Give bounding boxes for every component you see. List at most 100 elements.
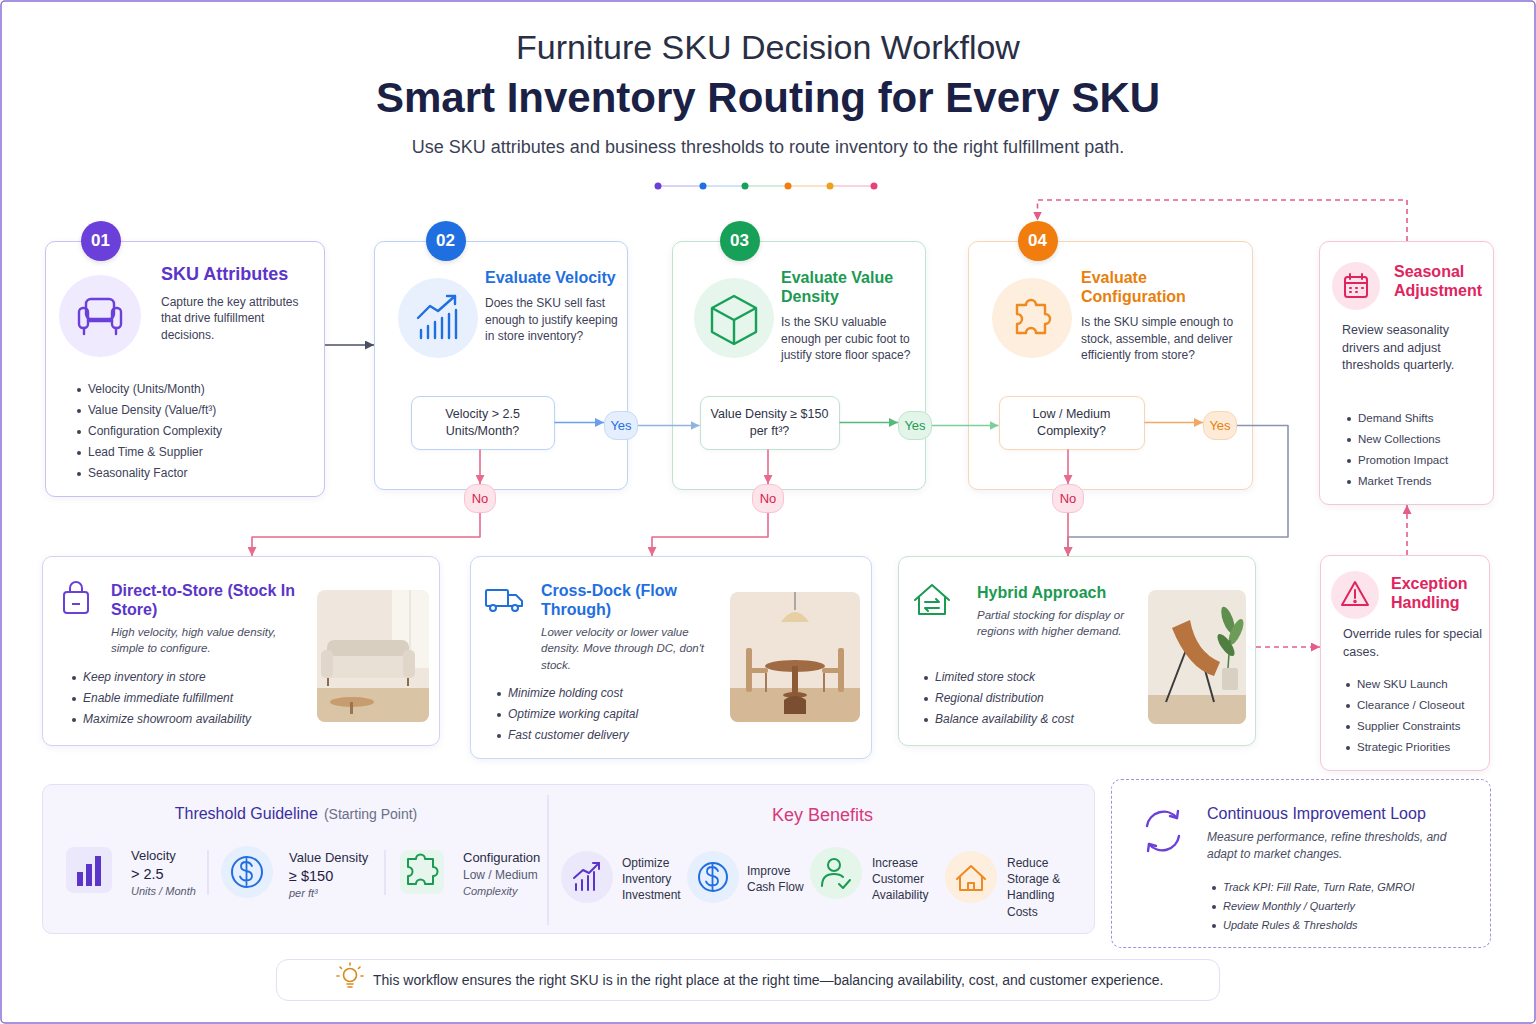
- threshold-name: Value Density: [289, 849, 383, 867]
- card-description: Does the SKU sell fast enough to justify…: [485, 295, 621, 345]
- progress-dots-part: [703, 185, 745, 186]
- card-heading: Evaluate Configuration: [1081, 268, 1243, 306]
- outcome-card: Direct-to-Store (Stock In Store)High vel…: [42, 556, 440, 746]
- text-group: Evaluate VelocityDoes the SKU sell fast …: [485, 268, 621, 345]
- info-panel: Threshold Guideline(Starting Point) Veloc…: [42, 784, 1095, 934]
- text-group: Key Benefits: [549, 805, 1096, 826]
- bullet-item: Limited store stock: [923, 667, 1143, 688]
- loop-box: Continuous Improvement LoopMeasure perfo…: [1111, 779, 1491, 948]
- header-slot: Smart Inventory Routing for Every SKU: [0, 74, 1536, 122]
- progress-dots-part: [830, 185, 874, 186]
- progress-dots-part: [658, 185, 703, 186]
- text-group: Value Density≥ $150per ft³: [289, 849, 383, 901]
- bullet-item: Regional distribution: [923, 688, 1143, 709]
- answer-text: No: [1060, 491, 1077, 506]
- answer-pill: No: [1052, 484, 1084, 513]
- card-description: Measure performance, refine thresholds, …: [1207, 829, 1479, 864]
- card-heading: Exception Handling: [1391, 574, 1485, 612]
- bullet-item: Enable immediate fulfillment: [71, 688, 311, 709]
- step-number: 04: [1028, 231, 1047, 251]
- decision-text: Velocity > 2.5 Units/Month?: [420, 406, 546, 439]
- bullet-item: Minimize holding cost: [496, 683, 724, 704]
- benefit-text: Improve Cash Flow: [747, 863, 807, 895]
- text-group: SKU AttributesCapture the key attributes…: [161, 264, 316, 343]
- bullet-item: Lead Time & Supplier: [76, 442, 316, 463]
- card-description: Override rules for special cases.: [1343, 626, 1483, 661]
- text-group: Threshold Guideline(Starting Point): [43, 805, 549, 823]
- step-badge: 03: [720, 221, 760, 261]
- answer-text: No: [760, 491, 777, 506]
- threshold-value: ≥ $150: [289, 867, 383, 887]
- benefit-text: Increase Customer Availability: [872, 855, 940, 904]
- connector-line: [1256, 646, 1320, 648]
- bullet-item: Update Rules & Thresholds: [1211, 916, 1479, 935]
- threshold-unit: Units / Month: [131, 884, 211, 899]
- caption-text: This workflow ensures the right SKU is i…: [373, 970, 1207, 990]
- bullet-item: Promotion Impact: [1346, 450, 1486, 471]
- bullet-item: New Collections: [1346, 429, 1486, 450]
- progress-dots-part: [827, 183, 834, 190]
- connector-line: [252, 513, 480, 556]
- progress-dots-part: [745, 185, 788, 186]
- bullet-item: New SKU Launch: [1345, 674, 1485, 695]
- text-group: Track KPI: Fill Rate, Turn Rate, GMROIRe…: [1211, 878, 1479, 935]
- connector-line: [1038, 200, 1408, 241]
- text-group: Cross-Dock (Flow Through)Lower velocity …: [541, 581, 723, 673]
- progress-dots: [655, 183, 878, 190]
- decision-box: Velocity > 2.5 Units/Month?: [411, 396, 555, 450]
- answer-text: Yes: [904, 418, 925, 433]
- outcome-card: Hybrid ApproachPartial stocking for disp…: [898, 556, 1256, 746]
- outcome-card: Cross-Dock (Flow Through)Lower velocity …: [470, 556, 872, 759]
- text-group: Optimize Inventory Investment: [622, 855, 686, 904]
- step-card: Evaluate VelocityDoes the SKU sell fast …: [374, 241, 628, 490]
- step-card: Evaluate ConfigurationIs the SKU simple …: [968, 241, 1253, 490]
- text-group: Continuous Improvement LoopMeasure perfo…: [1207, 804, 1479, 864]
- progress-dots-part: [785, 183, 792, 190]
- caption-pill: This workflow ensures the right SKU is i…: [276, 959, 1220, 1001]
- connector-line: [1067, 513, 1069, 556]
- text-group: Velocity> 2.5Units / Month: [131, 847, 211, 899]
- text-group: Minimize holding costOptimize working ca…: [496, 683, 724, 746]
- text-group: Keep inventory in storeEnable immediate …: [71, 667, 311, 730]
- decision-box: Value Density ≥ $150 per ft³?: [700, 396, 840, 450]
- step-number: 01: [91, 231, 110, 251]
- connector-line: [325, 344, 374, 346]
- threshold-value: Low / Medium: [463, 867, 547, 884]
- bullet-item: Velocity (Units/Month): [76, 379, 316, 400]
- panel-subheading: (Starting Point): [324, 806, 417, 822]
- text-group: Reduce Storage & Handling Costs: [1007, 855, 1087, 920]
- text-group: Seasonal Adjustment: [1394, 262, 1490, 300]
- panel-heading: Key Benefits: [772, 805, 873, 826]
- bullet-item: Clearance / Closeout: [1345, 695, 1485, 716]
- decision-text: Low / Medium Complexity?: [1008, 406, 1136, 439]
- text-group: Limited store stockRegional distribution…: [923, 667, 1143, 730]
- card-description: Capture the key attributes that drive fu…: [161, 294, 316, 344]
- text-group: Increase Customer Availability: [872, 855, 940, 904]
- bullet-item: Fast customer delivery: [496, 725, 724, 746]
- bullet-item: Review Monthly / Quarterly: [1211, 897, 1479, 916]
- bullet-item: Seasonality Factor: [76, 463, 316, 484]
- decision-box: Low / Medium Complexity?: [999, 396, 1145, 450]
- bullet-item: Track KPI: Fill Rate, Turn Rate, GMROI: [1211, 878, 1479, 897]
- threshold-name: Velocity: [131, 847, 211, 865]
- answer-pill: Yes: [898, 411, 932, 440]
- text-group: Hybrid ApproachPartial stocking for disp…: [977, 583, 1141, 639]
- connector-line: [1406, 505, 1408, 555]
- side-card: Seasonal AdjustmentReview seasonality dr…: [1319, 241, 1494, 505]
- progress-dots-part: [655, 183, 662, 190]
- bullet-item: Market Trends: [1346, 471, 1486, 492]
- progress-dots-part: [700, 183, 707, 190]
- bullet-item: Supplier Constraints: [1345, 716, 1485, 737]
- decision-text: Value Density ≥ $150 per ft³?: [709, 406, 831, 439]
- step-card: Evaluate Value DensityIs the SKU valuabl…: [672, 241, 926, 490]
- card-description: High velocity, high value density, simpl…: [111, 624, 311, 656]
- header-slot: Use SKU attributes and business threshol…: [0, 137, 1536, 158]
- side-card: Exception HandlingOverride rules for spe…: [1320, 555, 1490, 771]
- progress-dots-part: [788, 185, 830, 186]
- text-group: Override rules for special cases.: [1343, 626, 1483, 661]
- subtitle-text: Use SKU attributes and business threshol…: [0, 137, 1536, 158]
- text-group: Exception Handling: [1391, 574, 1485, 612]
